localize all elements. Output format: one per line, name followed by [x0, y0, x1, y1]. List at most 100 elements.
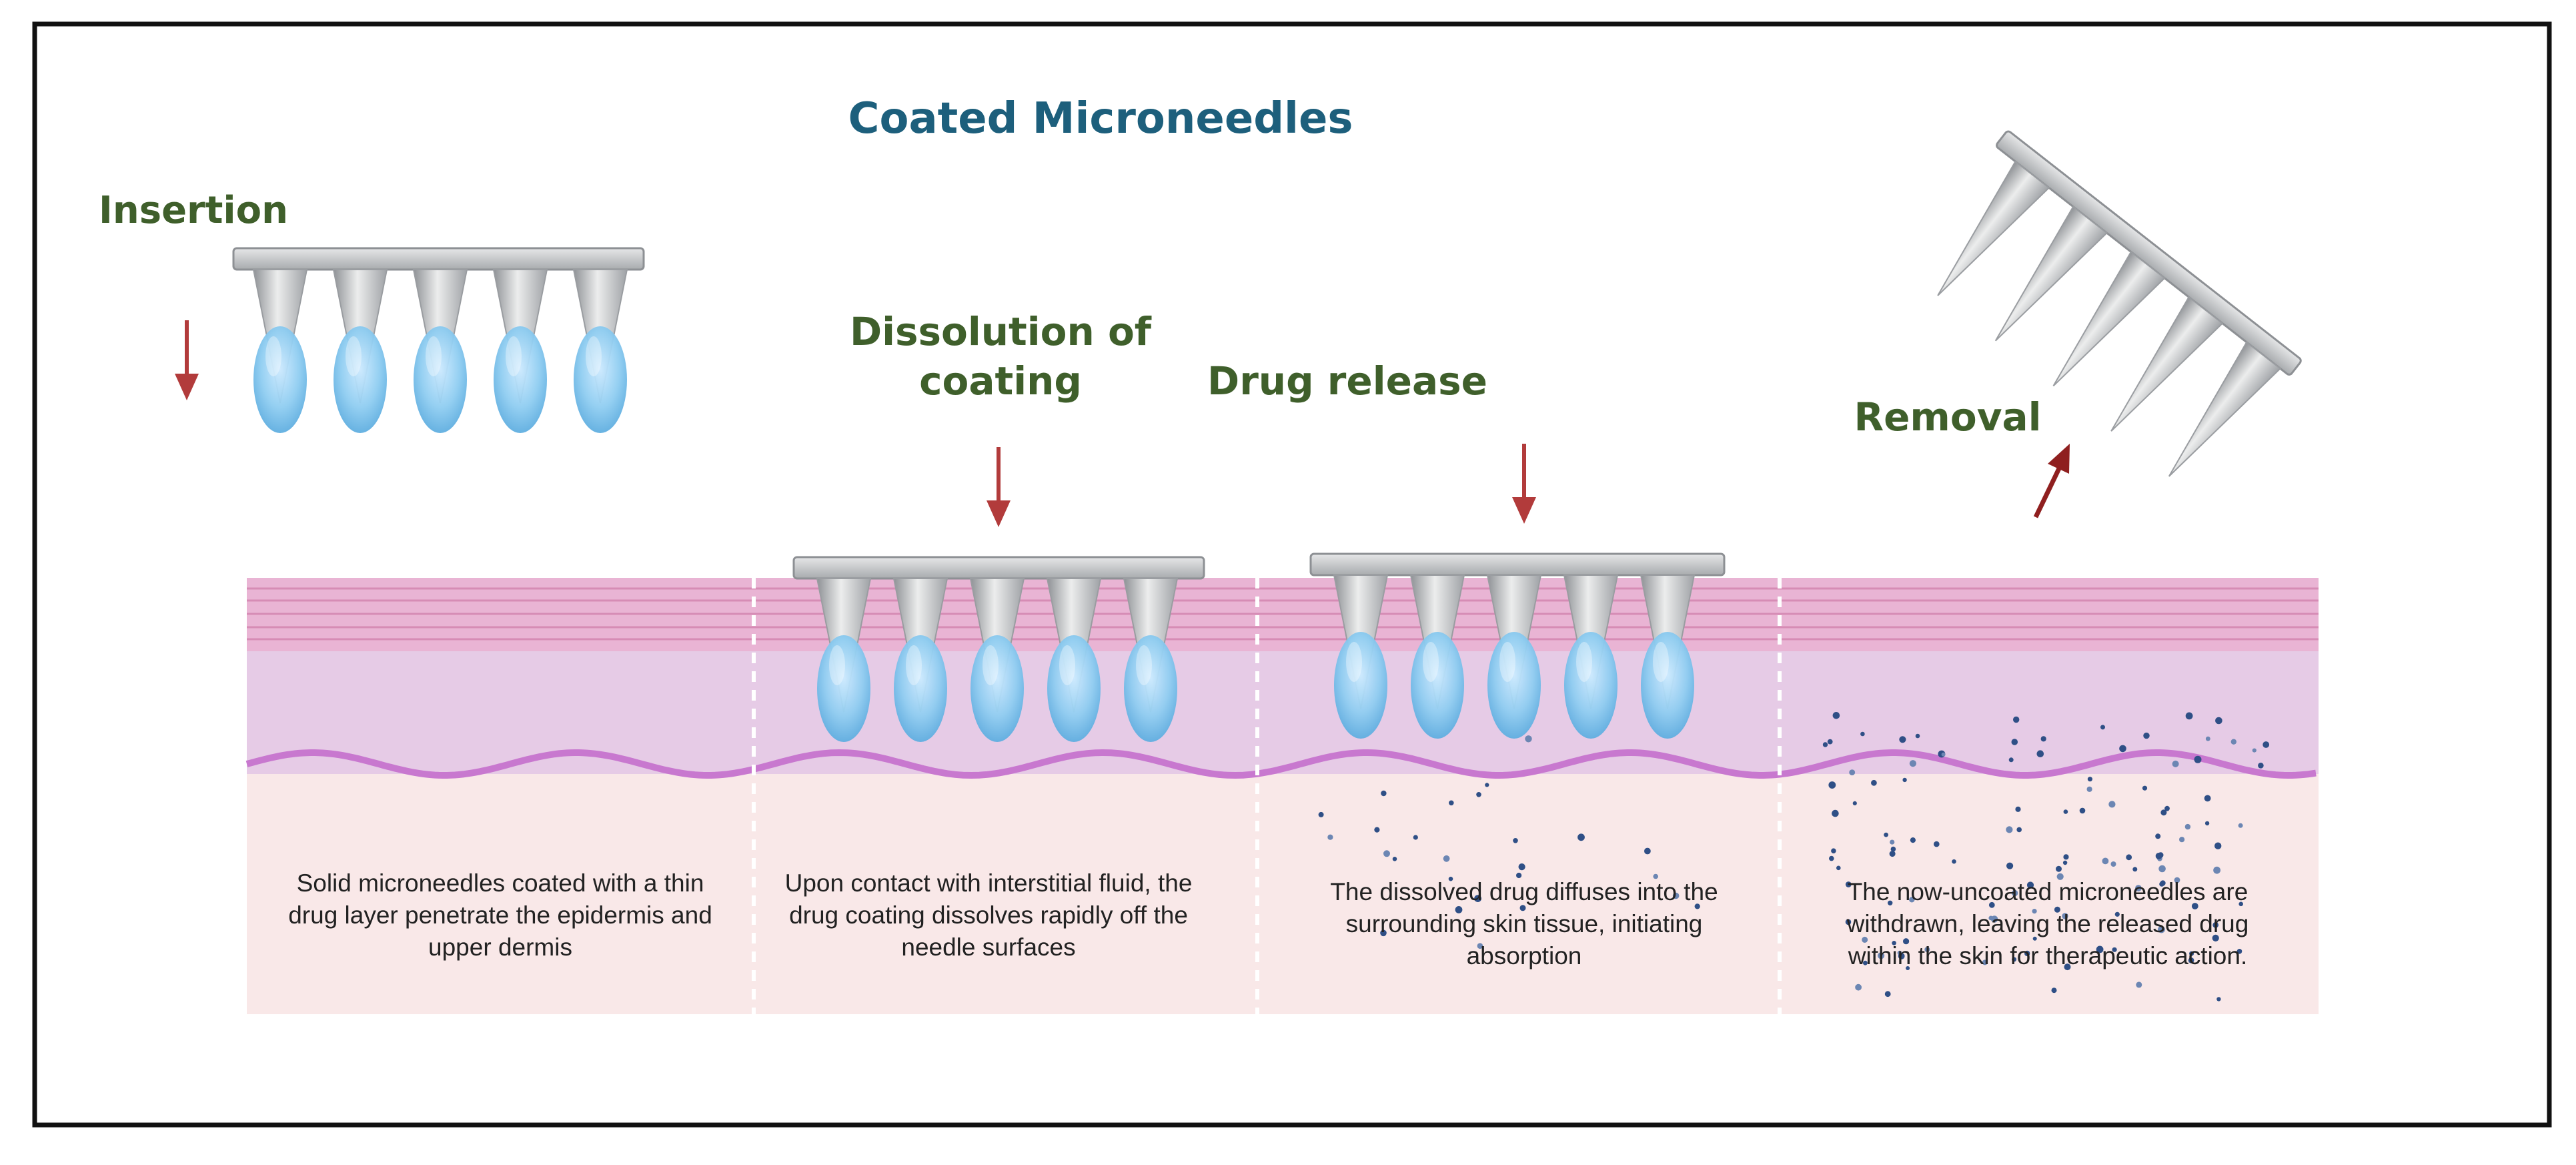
- drug-particle: [1909, 897, 1915, 903]
- drug-particle: [1836, 865, 1841, 871]
- drug-particle: [2056, 873, 2064, 880]
- drug-particle: [2143, 732, 2150, 739]
- coating-highlight: [983, 645, 999, 685]
- drug-particle: [2258, 763, 2264, 769]
- patch-base: [232, 247, 645, 271]
- stage-dividers: [752, 578, 1782, 1014]
- drug-particle: [2026, 881, 2034, 889]
- drug-particle: [2204, 795, 2211, 802]
- drug-particle: [2215, 717, 2222, 725]
- drug-particle: [2051, 988, 2057, 994]
- drug-particle: [1477, 943, 1483, 949]
- microneedle-array-release: [1309, 552, 1726, 739]
- drug-particle: [2096, 945, 2104, 953]
- drug-particle: [1878, 952, 1885, 959]
- drug-particle: [1982, 959, 1988, 965]
- drug-particle: [1327, 834, 1333, 840]
- drug-particle: [1889, 851, 1896, 857]
- drug-particle: [1910, 837, 1916, 843]
- drug-particle: [2159, 881, 2164, 887]
- drug-particle: [2012, 957, 2017, 962]
- patch-base: [1309, 552, 1726, 576]
- drug-particle: [2230, 739, 2236, 745]
- drug-particle: [1694, 903, 1700, 909]
- drug-particle: [2063, 809, 2068, 814]
- drug-particle: [2184, 823, 2191, 830]
- coating-highlight: [346, 336, 362, 376]
- drug-particle: [1381, 790, 1387, 797]
- drug-particle: [1915, 733, 1920, 739]
- drug-particle: [2086, 786, 2092, 792]
- microneedle: [2052, 250, 2166, 387]
- drug-particles-stage-4: [1822, 712, 2270, 1002]
- drug-particle: [2102, 857, 2109, 865]
- coating-highlight: [1499, 642, 1515, 682]
- drug-particle: [2056, 865, 2062, 872]
- drug-particle: [2032, 909, 2037, 914]
- drug-particle: [2110, 861, 2116, 867]
- drug-particle: [2100, 725, 2105, 730]
- drug-particle: [2108, 801, 2116, 808]
- drug-particle: [2011, 739, 2018, 745]
- coating-highlight: [1423, 642, 1439, 682]
- drug-particle: [2119, 745, 2126, 753]
- drug-particle: [1474, 895, 1482, 902]
- drug-particle: [2142, 785, 2148, 791]
- drug-particle: [2011, 889, 2018, 897]
- drug-particle: [1845, 881, 1852, 887]
- drug-particle: [2024, 950, 2030, 957]
- drug-particle: [2040, 736, 2046, 742]
- drug-particle: [1822, 742, 1828, 747]
- drug-coating: [1411, 632, 1464, 739]
- drug-particle: [1892, 941, 1896, 945]
- drug-particle: [1476, 792, 1481, 797]
- drug-coating: [1487, 632, 1541, 739]
- drug-particle: [2063, 854, 2069, 860]
- drug-particle: [2172, 760, 2179, 767]
- coating-highlight: [1653, 642, 1669, 682]
- drug-particle: [1832, 712, 1840, 719]
- microneedle-array-removal-uncoated: [1937, 130, 2302, 477]
- drug-particle: [1653, 873, 1658, 879]
- drug-particle: [1413, 835, 1418, 840]
- drug-particle: [2213, 866, 2221, 874]
- drug-particle: [2008, 757, 2014, 763]
- drug-coating: [334, 326, 387, 433]
- drug-particle: [1884, 832, 1889, 837]
- drug-particle: [2214, 842, 2222, 849]
- drug-particle: [2112, 947, 2117, 952]
- drug-particle: [2062, 860, 2068, 865]
- drug-particle: [2158, 925, 2165, 933]
- drug-particle: [2132, 867, 2138, 872]
- drug-particle: [1863, 960, 1868, 965]
- arrow-down-insertion: [175, 320, 199, 400]
- coating-highlight: [829, 645, 845, 685]
- drug-particle: [2114, 911, 2120, 917]
- drug-particle: [2252, 748, 2257, 753]
- drug-particle: [1525, 735, 1532, 743]
- drug-particle: [2032, 936, 2037, 941]
- drug-particle: [1941, 752, 1946, 757]
- drug-particle: [1829, 855, 1834, 861]
- drug-coating: [494, 326, 547, 433]
- drug-particle: [1374, 827, 1380, 833]
- drug-particle: [1888, 900, 1893, 906]
- drug-particle: [2006, 826, 2013, 833]
- drug-particle: [2064, 963, 2071, 971]
- drug-particle: [1862, 936, 1868, 943]
- drug-particle: [2062, 913, 2068, 919]
- coating-highlight: [586, 336, 602, 376]
- drug-coating: [574, 326, 627, 433]
- drug-particle: [1855, 984, 1862, 991]
- drug-particle: [1860, 731, 1865, 737]
- drug-particle: [2238, 823, 2243, 828]
- drug-particle: [2174, 877, 2180, 883]
- drug-particle: [1827, 739, 1833, 745]
- drug-particle: [1455, 906, 1463, 913]
- drug-particle: [1518, 863, 1525, 871]
- microneedle-array-dissolution: [792, 556, 1205, 742]
- drug-particle: [2087, 777, 2092, 782]
- drug-particle: [1952, 859, 1956, 864]
- drug-particle: [1909, 760, 1916, 767]
